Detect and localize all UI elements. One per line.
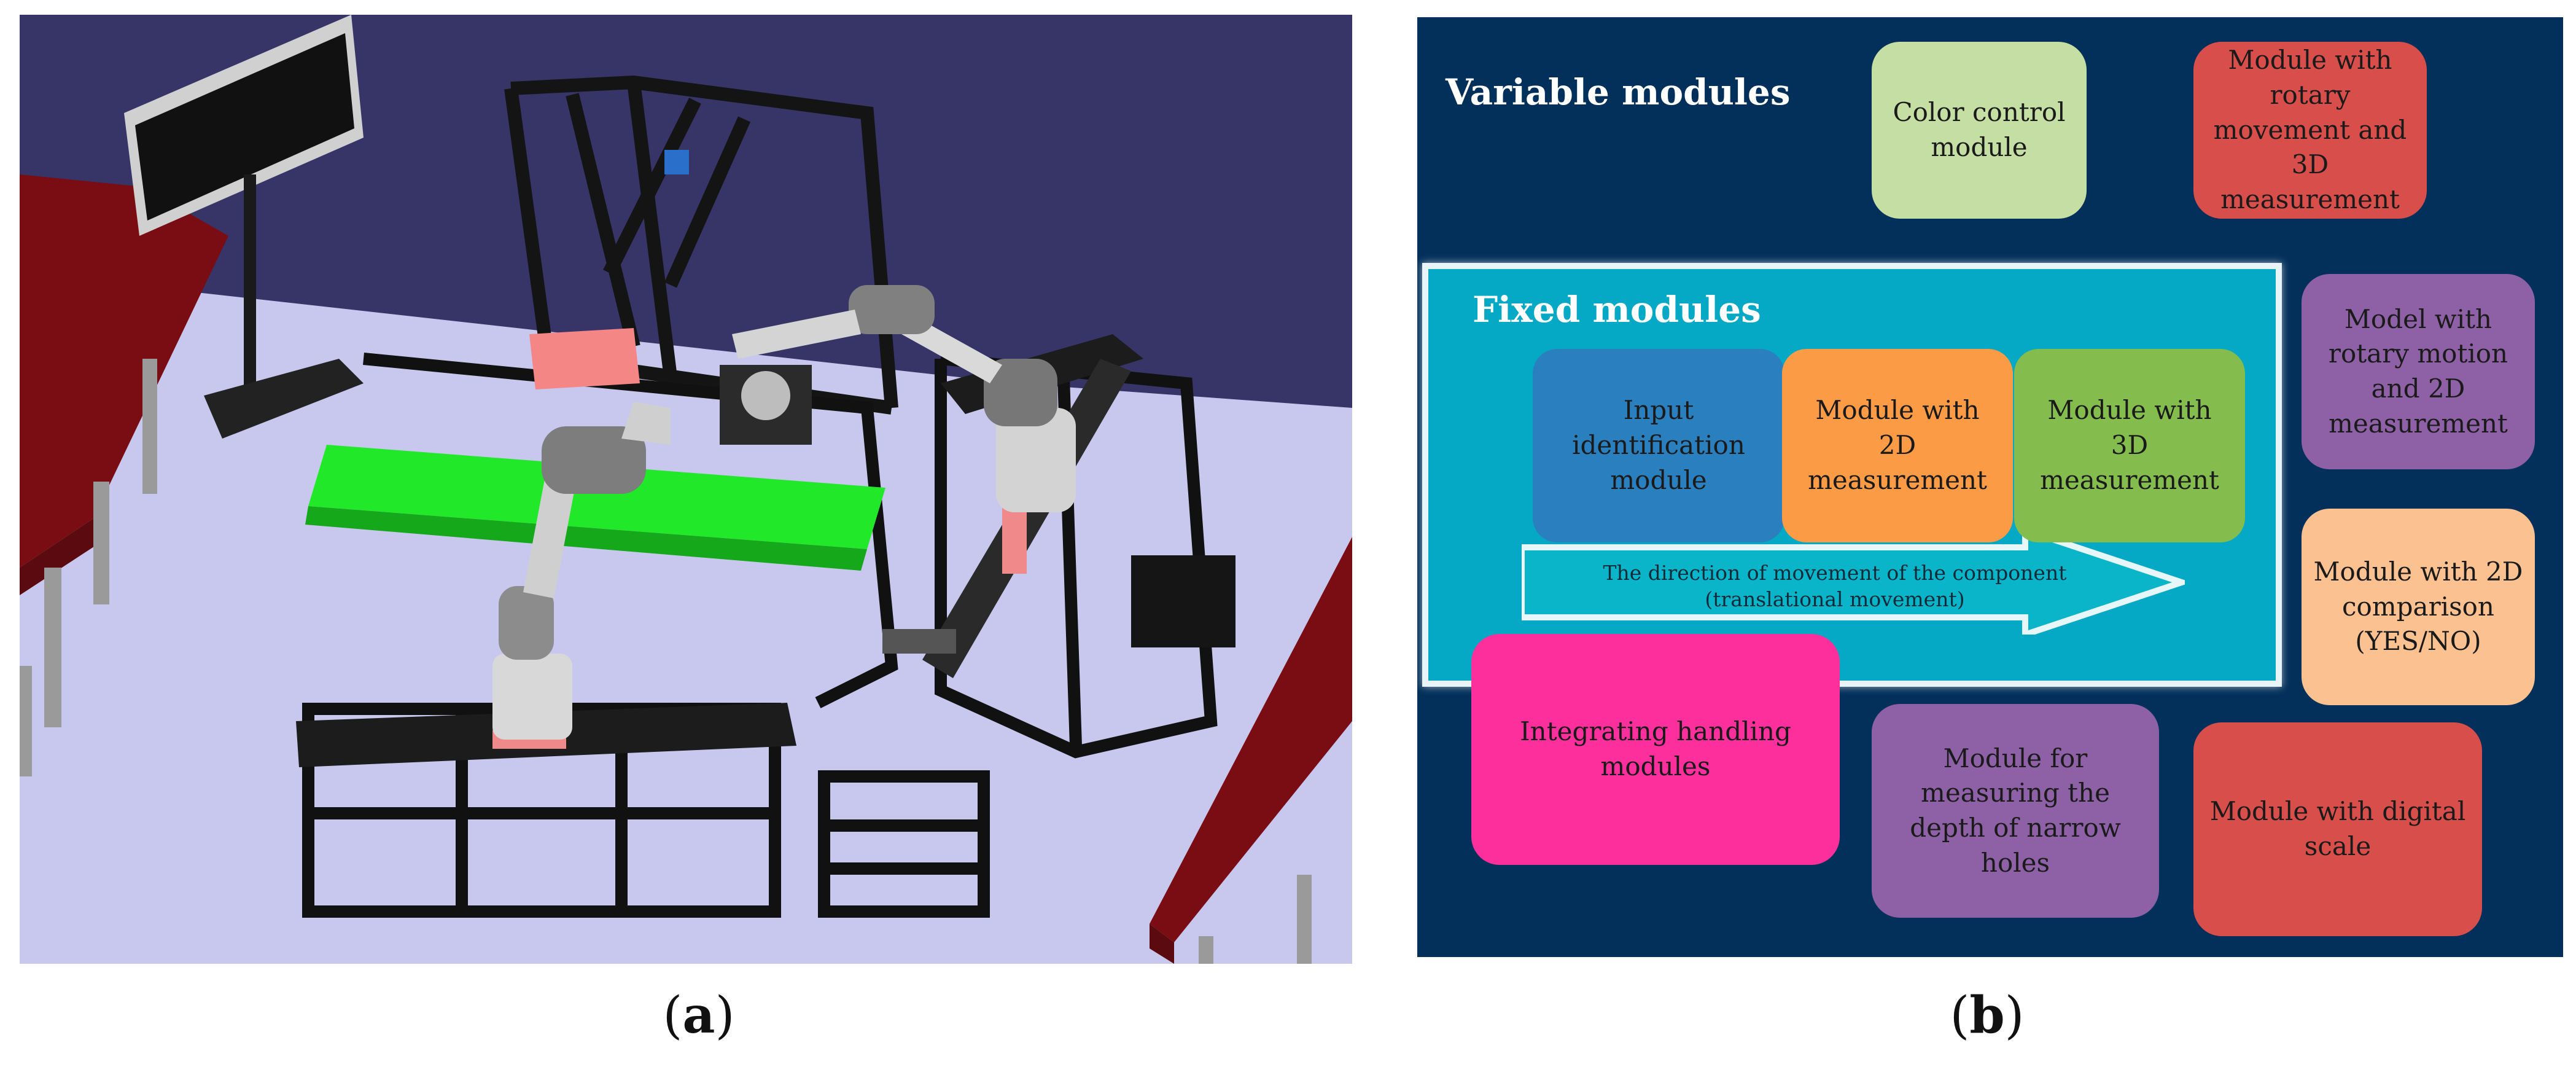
arrow-text-line2: (translational movement) — [1705, 587, 1965, 611]
monitor — [124, 15, 364, 439]
fixed-modules-title: Fixed modules — [1473, 289, 1761, 330]
input-identification-module: Input identification module — [1533, 349, 1784, 542]
integrating-handling-module: Integrating handling modules — [1471, 634, 1840, 865]
module-2d-measurement: Module with 2D measurement — [1782, 349, 2013, 542]
caption-a: (a) — [663, 986, 735, 1045]
cad-render-illustration — [20, 15, 1352, 964]
module-3d-measurement: Module with 3D measurement — [2014, 349, 2245, 542]
module-diagram-panel: Variable modules Fixed modules The direc… — [1417, 17, 2563, 957]
rotary-3d-module: Module with rotary movement and 3D measu… — [2193, 42, 2427, 219]
rotary-2d-module: Model with rotary motion and 2D measurem… — [2302, 274, 2535, 469]
digital-scale-module: Module with digital scale — [2193, 722, 2482, 936]
arrow-text-line1: The direction of movement of the compone… — [1603, 561, 2067, 585]
misc-parts — [529, 150, 1235, 654]
caption-a-letter: a — [682, 986, 715, 1045]
color-control-module: Color control module — [1872, 42, 2087, 219]
robot-arms — [492, 285, 1076, 740]
direction-arrow-label: The direction of movement of the compone… — [1558, 560, 2111, 613]
green-conveyor — [305, 445, 885, 571]
narrow-holes-module: Module for measuring the depth of narrow… — [1872, 704, 2159, 918]
direction-arrow — [1522, 530, 2185, 635]
comparison-2d-module: Module with 2D comparison (YES/NO) — [2302, 509, 2535, 705]
variable-modules-title: Variable modules — [1446, 71, 1791, 113]
caption-b-letter: b — [1969, 986, 2005, 1045]
right-table — [1150, 537, 1352, 964]
cad-render-panel — [20, 15, 1352, 964]
caption-b: (b) — [1950, 986, 2025, 1045]
left-table — [20, 174, 228, 776]
